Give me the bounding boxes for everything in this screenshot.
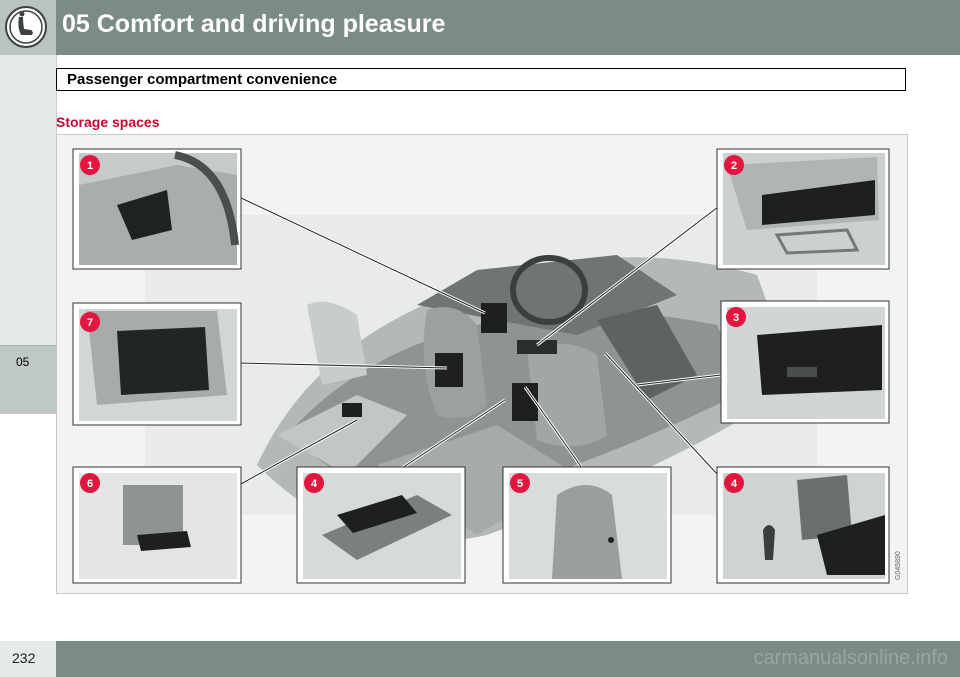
- callout-2: 2: [724, 155, 744, 175]
- inset-4-center-console: [716, 466, 890, 584]
- page-footer: 232 carmanualsonline.info: [0, 641, 960, 677]
- chapter-icon-box: [0, 0, 56, 55]
- chapter-title: 05 Comfort and driving pleasure: [62, 10, 446, 38]
- inset-1-door-pocket: [72, 148, 242, 270]
- inset-7-seatback-pocket: [72, 302, 242, 426]
- chapter-tab[interactable]: 05: [0, 345, 56, 414]
- page-tab: 232: [0, 641, 56, 677]
- svg-text:5: 5: [517, 478, 523, 490]
- page-number: 232: [12, 650, 36, 666]
- svg-text:4: 4: [311, 478, 318, 490]
- callout-7: 7: [80, 312, 100, 332]
- inset-4-armrest-console: [296, 466, 466, 584]
- svg-text:4: 4: [731, 478, 738, 490]
- svg-text:1: 1: [87, 160, 93, 172]
- callout-4-right: 4: [724, 473, 744, 493]
- chapter-tab-label: 05: [16, 355, 30, 369]
- svg-text:6: 6: [87, 478, 93, 490]
- svg-text:3: 3: [733, 312, 739, 324]
- chapter-sidebar: 05: [0, 55, 57, 414]
- svg-text:2: 2: [731, 160, 737, 172]
- callout-1: 1: [80, 155, 100, 175]
- section-title: Passenger compartment convenience: [67, 71, 338, 88]
- callout-5: 5: [510, 473, 530, 493]
- inset-5-headrest: [502, 466, 672, 584]
- seat-icon: [5, 6, 47, 48]
- chapter-header: 05 Comfort and driving pleasure: [0, 0, 960, 55]
- callout-6: 6: [80, 473, 100, 493]
- inset-2-seat-storage: [716, 148, 890, 270]
- watermark: carmanualsonline.info: [753, 647, 948, 669]
- callout-3: 3: [726, 307, 746, 327]
- inset-6-rear-armrest: [72, 466, 242, 584]
- section-title-box: Passenger compartment convenience: [56, 68, 906, 91]
- inset-3-glovebox: [720, 300, 890, 424]
- callout-4-left: 4: [304, 473, 324, 493]
- svg-text:7: 7: [87, 317, 93, 329]
- image-code: G045890: [895, 551, 902, 580]
- storage-illustration: 1 2 7 3 6 4 5 4 G045890: [56, 134, 908, 594]
- subheading: Storage spaces: [56, 114, 160, 130]
